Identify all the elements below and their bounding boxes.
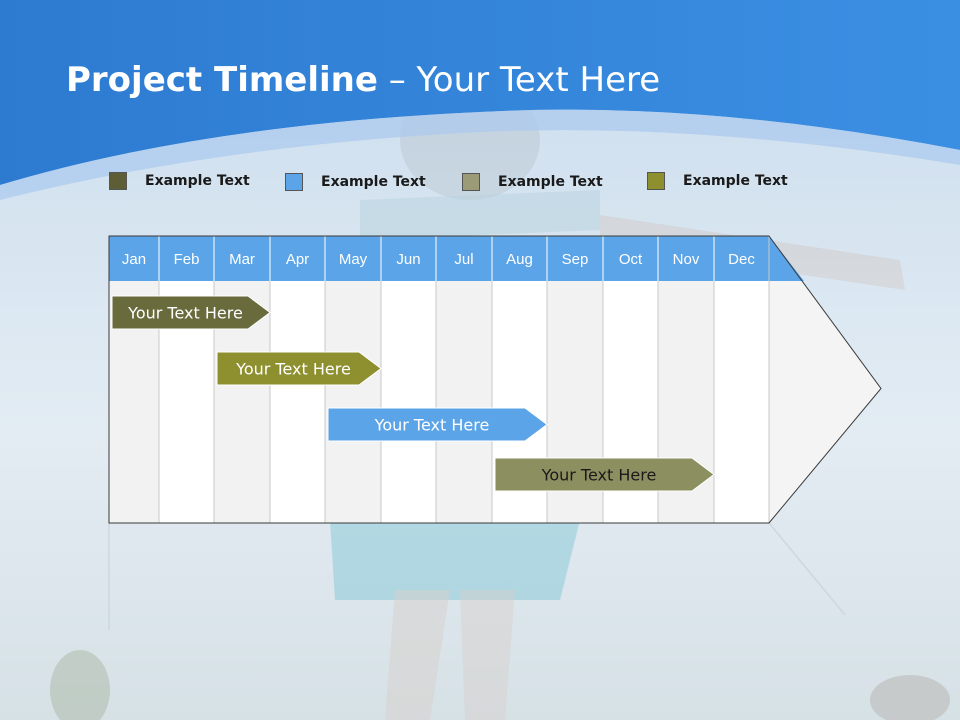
month-label: Oct bbox=[619, 251, 643, 268]
task-label: Your Text Here bbox=[127, 304, 243, 323]
legend-swatch bbox=[462, 173, 480, 191]
legend-item-1: Example Text bbox=[109, 171, 250, 191]
timeline-reflection bbox=[108, 522, 846, 630]
month-column bbox=[270, 281, 325, 523]
legend-label: Example Text bbox=[498, 174, 603, 190]
month-header bbox=[109, 236, 804, 281]
task-bar bbox=[327, 407, 548, 442]
month-label: Dec bbox=[728, 251, 755, 268]
legend-label: Example Text bbox=[683, 173, 788, 189]
legend-swatch bbox=[647, 172, 665, 190]
task-bar bbox=[494, 457, 715, 492]
legend-item-3: Example Text bbox=[462, 172, 603, 192]
timeline-outline bbox=[108, 235, 882, 524]
title-bold: Project Timeline bbox=[66, 60, 378, 100]
month-label: Apr bbox=[286, 251, 309, 268]
month-label: Jun bbox=[396, 251, 420, 268]
title-rest: – Your Text Here bbox=[377, 60, 661, 100]
month-label: May bbox=[339, 251, 368, 268]
legend-swatch bbox=[109, 172, 127, 190]
task-label: Your Text Here bbox=[374, 416, 490, 435]
task-label: Your Text Here bbox=[235, 360, 351, 379]
legend-swatch bbox=[285, 173, 303, 191]
month-column bbox=[325, 281, 381, 523]
month-label: Nov bbox=[673, 251, 700, 268]
task-label: Your Text Here bbox=[541, 466, 657, 485]
legend-item-4: Example Text bbox=[647, 171, 788, 191]
legend-label: Example Text bbox=[321, 174, 426, 190]
month-column bbox=[381, 281, 436, 523]
month-label: Feb bbox=[174, 251, 200, 268]
month-column bbox=[436, 281, 492, 523]
task-bar bbox=[111, 295, 271, 330]
month-column bbox=[714, 281, 769, 523]
month-label: Jan bbox=[122, 251, 146, 268]
month-label: Jul bbox=[454, 251, 473, 268]
legend-item-2: Example Text bbox=[285, 172, 426, 192]
page-title: Project Timeline – Your Text Here bbox=[66, 60, 660, 100]
legend-label: Example Text bbox=[145, 173, 250, 189]
month-label: Sep bbox=[562, 251, 589, 268]
task-bar bbox=[216, 351, 382, 386]
month-label: Mar bbox=[229, 251, 255, 268]
month-label: Aug bbox=[506, 251, 533, 268]
